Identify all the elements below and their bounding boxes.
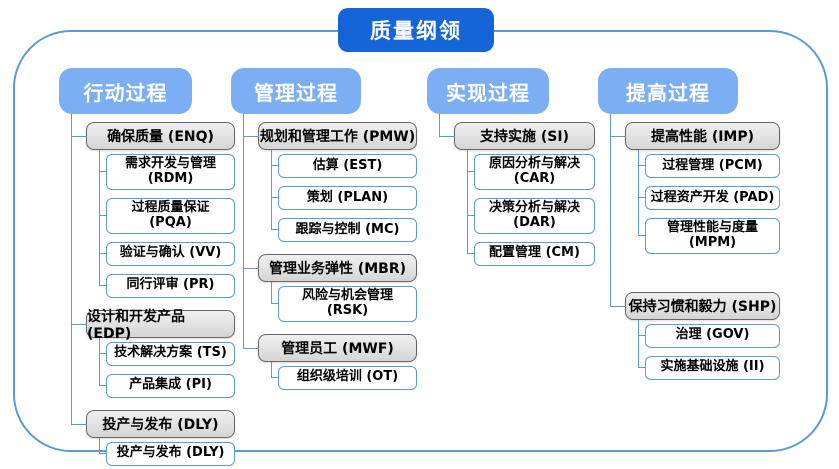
practice-box: 治理 (GOV) [645, 323, 780, 348]
process-column-1: 行动过程确保质量 (ENQ) 需求开发与管理 (RDM) 过程质量保证 (PQA) 验… [59, 68, 235, 469]
practice-list: 估算 (EST) 策划 (PLAN) 跟踪与控制 (MC) [271, 150, 417, 246]
practice-item: 过程资产开发 (PAD) [638, 182, 780, 214]
process-group: 管理业务弹性 (MBR) 风险与机会管理 (RSK) [243, 246, 417, 326]
process-group: 管理员工 (MWF) 组织级培训 (OT) [243, 325, 417, 394]
practice-box: 组织级培训 (OT) [278, 365, 417, 390]
practice-box: 需求开发与管理 (RDM) [106, 154, 235, 190]
practice-box: 产品集成 (PI) [106, 373, 235, 398]
category-box: 保持习惯和毅力 (SHP) [625, 291, 780, 320]
practice-item: 需求开发与管理 (RDM) [99, 150, 235, 194]
practice-box: 策划 (PLAN) [278, 186, 417, 210]
practice-box: 原因分析与解决 (CAR) [474, 154, 595, 190]
process-group: 保持习惯和毅力 (SHP) 治理 (GOV) 实施基础设施 (II) [610, 257, 780, 384]
process-column-3: 实现过程支持实施 (SI) 原因分析与解决 (CAR) 决策分析与解决 (DAR) 配… [427, 68, 595, 270]
practice-box: 管理性能与度量 (MPM) [645, 218, 780, 254]
process-group: 支持实施 (SI) 原因分析与解决 (CAR) 决策分析与解决 (DAR) 配置管理 … [439, 114, 595, 270]
category-box: 支持实施 (SI) [454, 122, 595, 150]
practice-box: 配置管理 (CM) [474, 241, 595, 266]
category-box: 管理业务弹性 (MBR) [258, 254, 417, 282]
practice-list: 风险与机会管理 (RSK) [271, 282, 417, 326]
column-header: 实现过程 [427, 68, 549, 114]
column-groups: 提高性能 (IMP) 过程管理 (PCM) 过程资产开发 (PAD) 管理性能与度量 … [610, 114, 780, 384]
practice-item: 管理性能与度量 (MPM) [638, 214, 780, 258]
column-groups: 支持实施 (SI) 原因分析与解决 (CAR) 决策分析与解决 (DAR) 配置管理 … [439, 114, 595, 270]
practice-box: 投产与发布 (DLY) [106, 441, 235, 466]
practice-list: 过程管理 (PCM) 过程资产开发 (PAD) 管理性能与度量 (MPM) [638, 150, 780, 258]
practice-item: 验证与确认 (VV) [99, 237, 235, 270]
practice-box: 跟踪与控制 (MC) [278, 218, 417, 242]
practice-item: 策划 (PLAN) [271, 182, 417, 214]
category-box: 提高性能 (IMP) [625, 122, 780, 150]
practice-item: 组织级培训 (OT) [271, 361, 417, 394]
practice-item: 风险与机会管理 (RSK) [271, 282, 417, 326]
diagram-title: 质量纲领 [338, 8, 494, 52]
column-header: 行动过程 [59, 68, 192, 114]
practice-item: 实施基础设施 (II) [638, 351, 780, 384]
practice-item: 估算 (EST) [271, 150, 417, 182]
category-box: 规划和管理工作 (PMW) [258, 122, 417, 150]
column-groups: 确保质量 (ENQ) 需求开发与管理 (RDM) 过程质量保证 (PQA) 验证与确认… [71, 114, 235, 469]
practice-list: 组织级培训 (OT) [271, 361, 417, 394]
practice-item: 过程管理 (PCM) [638, 150, 780, 182]
practice-box: 过程管理 (PCM) [645, 154, 780, 178]
practice-item: 技术解决方案 (TS) [99, 337, 235, 370]
category-box: 确保质量 (ENQ) [86, 122, 235, 150]
category-box: 管理员工 (MWF) [258, 333, 417, 362]
practice-list: 需求开发与管理 (RDM) 过程质量保证 (PQA) 验证与确认 (VV) 同行评审 … [99, 150, 235, 302]
practice-list: 技术解决方案 (TS) 产品集成 (PI) [99, 337, 235, 402]
practice-box: 决策分析与解决 (DAR) [474, 197, 595, 234]
practice-box: 过程资产开发 (PAD) [645, 186, 780, 210]
practice-box: 验证与确认 (VV) [106, 241, 235, 266]
process-group: 设计和开发产品 (EDP)技术解决方案 (TS) 产品集成 (PI) [71, 301, 235, 402]
practice-item: 产品集成 (PI) [99, 369, 235, 402]
process-group: 确保质量 (ENQ) 需求开发与管理 (RDM) 过程质量保证 (PQA) 验证与确认… [71, 114, 235, 302]
process-group: 投产与发布 (DLY) 投产与发布 (DLY) [71, 401, 235, 469]
practice-box: 过程质量保证 (PQA) [106, 197, 235, 234]
practice-list: 原因分析与解决 (CAR) 决策分析与解决 (DAR) 配置管理 (CM) [467, 150, 595, 270]
category-box: 投产与发布 (DLY) [86, 409, 235, 438]
process-column-2: 管理过程规划和管理工作 (PMW) 估算 (EST) 策划 (PLAN) 跟踪与控制 … [231, 68, 417, 394]
column-header: 管理过程 [231, 68, 361, 114]
category-box: 设计和开发产品 (EDP) [86, 309, 235, 342]
practice-box: 技术解决方案 (TS) [106, 341, 235, 366]
practice-box: 估算 (EST) [278, 154, 417, 178]
practice-box: 风险与机会管理 (RSK) [278, 286, 417, 322]
practice-item: 原因分析与解决 (CAR) [467, 150, 595, 194]
practice-item: 过程质量保证 (PQA) [99, 193, 235, 238]
practice-item: 治理 (GOV) [638, 319, 780, 352]
practice-list: 治理 (GOV) 实施基础设施 (II) [638, 319, 780, 384]
practice-list: 投产与发布 (DLY) [99, 437, 235, 469]
practice-item: 跟踪与控制 (MC) [271, 214, 417, 246]
practice-item: 配置管理 (CM) [467, 237, 595, 270]
practice-item: 决策分析与解决 (DAR) [467, 193, 595, 238]
practice-box: 同行评审 (PR) [106, 273, 235, 298]
practice-box: 实施基础设施 (II) [645, 355, 780, 380]
process-column-4: 提高过程提高性能 (IMP) 过程管理 (PCM) 过程资产开发 (PAD) 管理性能… [598, 68, 780, 384]
practice-item: 投产与发布 (DLY) [99, 437, 235, 469]
process-group: 规划和管理工作 (PMW) 估算 (EST) 策划 (PLAN) 跟踪与控制 (MC) [243, 114, 417, 246]
process-group: 提高性能 (IMP) 过程管理 (PCM) 过程资产开发 (PAD) 管理性能与度量 … [610, 114, 780, 258]
column-header: 提高过程 [598, 68, 738, 114]
practice-item: 同行评审 (PR) [99, 269, 235, 302]
column-groups: 规划和管理工作 (PMW) 估算 (EST) 策划 (PLAN) 跟踪与控制 (MC)… [243, 114, 417, 394]
